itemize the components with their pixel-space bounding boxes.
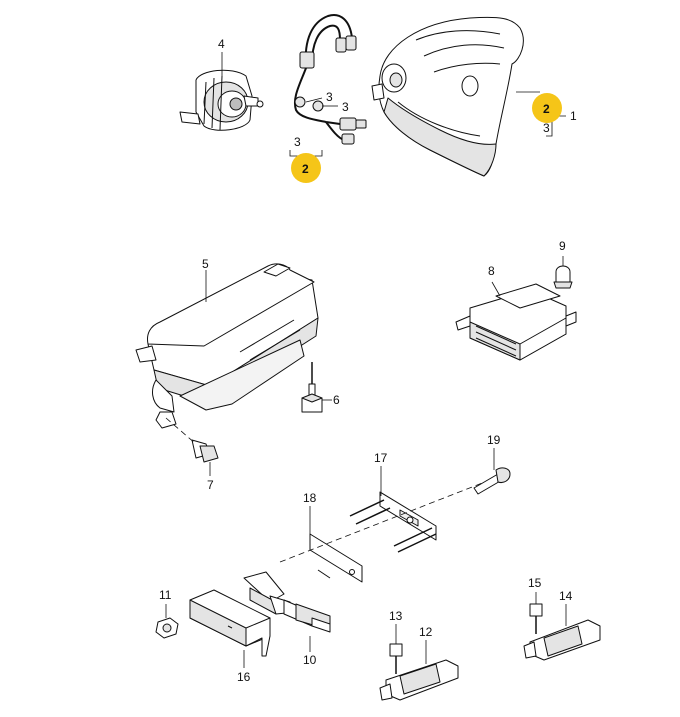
- callout-14[interactable]: 14: [559, 589, 573, 603]
- callout-2b-highlight: [291, 153, 321, 183]
- callout-13[interactable]: 13: [389, 609, 403, 623]
- callout-1[interactable]: 1: [570, 109, 577, 123]
- contact-unit-part[interactable]: [179, 52, 264, 131]
- steering-airbag-part[interactable]: [371, 16, 540, 177]
- callout-15[interactable]: 15: [528, 576, 542, 590]
- callout-11[interactable]: 11: [159, 588, 172, 602]
- bracket-16-part[interactable]: [189, 589, 271, 668]
- callout-16[interactable]: 16: [237, 670, 251, 684]
- bolt-15-part[interactable]: [529, 592, 543, 634]
- callout-4[interactable]: 4: [218, 37, 225, 51]
- sensor-10-part[interactable]: [243, 571, 331, 652]
- control-unit-part[interactable]: [455, 281, 577, 361]
- callout-18[interactable]: 18: [303, 491, 317, 505]
- nut-9-part[interactable]: [553, 256, 573, 289]
- wiring-harness-part[interactable]: [294, 14, 367, 145]
- callout-2a-highlight: [532, 93, 562, 123]
- callout-3b[interactable]: 3: [294, 135, 301, 149]
- callout-2a[interactable]: 2: [543, 102, 550, 116]
- callout-3d[interactable]: 3: [342, 100, 349, 114]
- bolt-7-part[interactable]: [165, 417, 219, 476]
- bolt-6-part[interactable]: [301, 362, 332, 413]
- callout-3c[interactable]: 3: [326, 90, 333, 104]
- sensor-14-part[interactable]: [523, 604, 601, 661]
- callout-5[interactable]: 5: [202, 257, 209, 271]
- callout-10[interactable]: 10: [303, 653, 317, 667]
- callout-6[interactable]: 6: [333, 393, 340, 407]
- callout-17[interactable]: 17: [374, 451, 388, 465]
- sensor-bracket-17-part[interactable]: [349, 466, 437, 553]
- callout-9[interactable]: 9: [559, 239, 566, 253]
- callout-12[interactable]: 12: [419, 625, 433, 639]
- callout-3a[interactable]: 3: [543, 121, 550, 135]
- sensor-12-part[interactable]: [379, 640, 459, 701]
- bolt-13-part[interactable]: [389, 624, 403, 674]
- callout-2b[interactable]: 2: [302, 162, 309, 176]
- callout-7[interactable]: 7: [207, 478, 214, 492]
- nut-11-part[interactable]: [155, 604, 179, 639]
- bolt-19-part[interactable]: [473, 448, 511, 495]
- callout-19[interactable]: 19: [487, 433, 501, 447]
- sensor-bracket-18-part[interactable]: [309, 506, 363, 583]
- alignment-line-18: [279, 479, 491, 563]
- passenger-airbag-part[interactable]: [135, 263, 319, 429]
- callout-8[interactable]: 8: [488, 264, 495, 278]
